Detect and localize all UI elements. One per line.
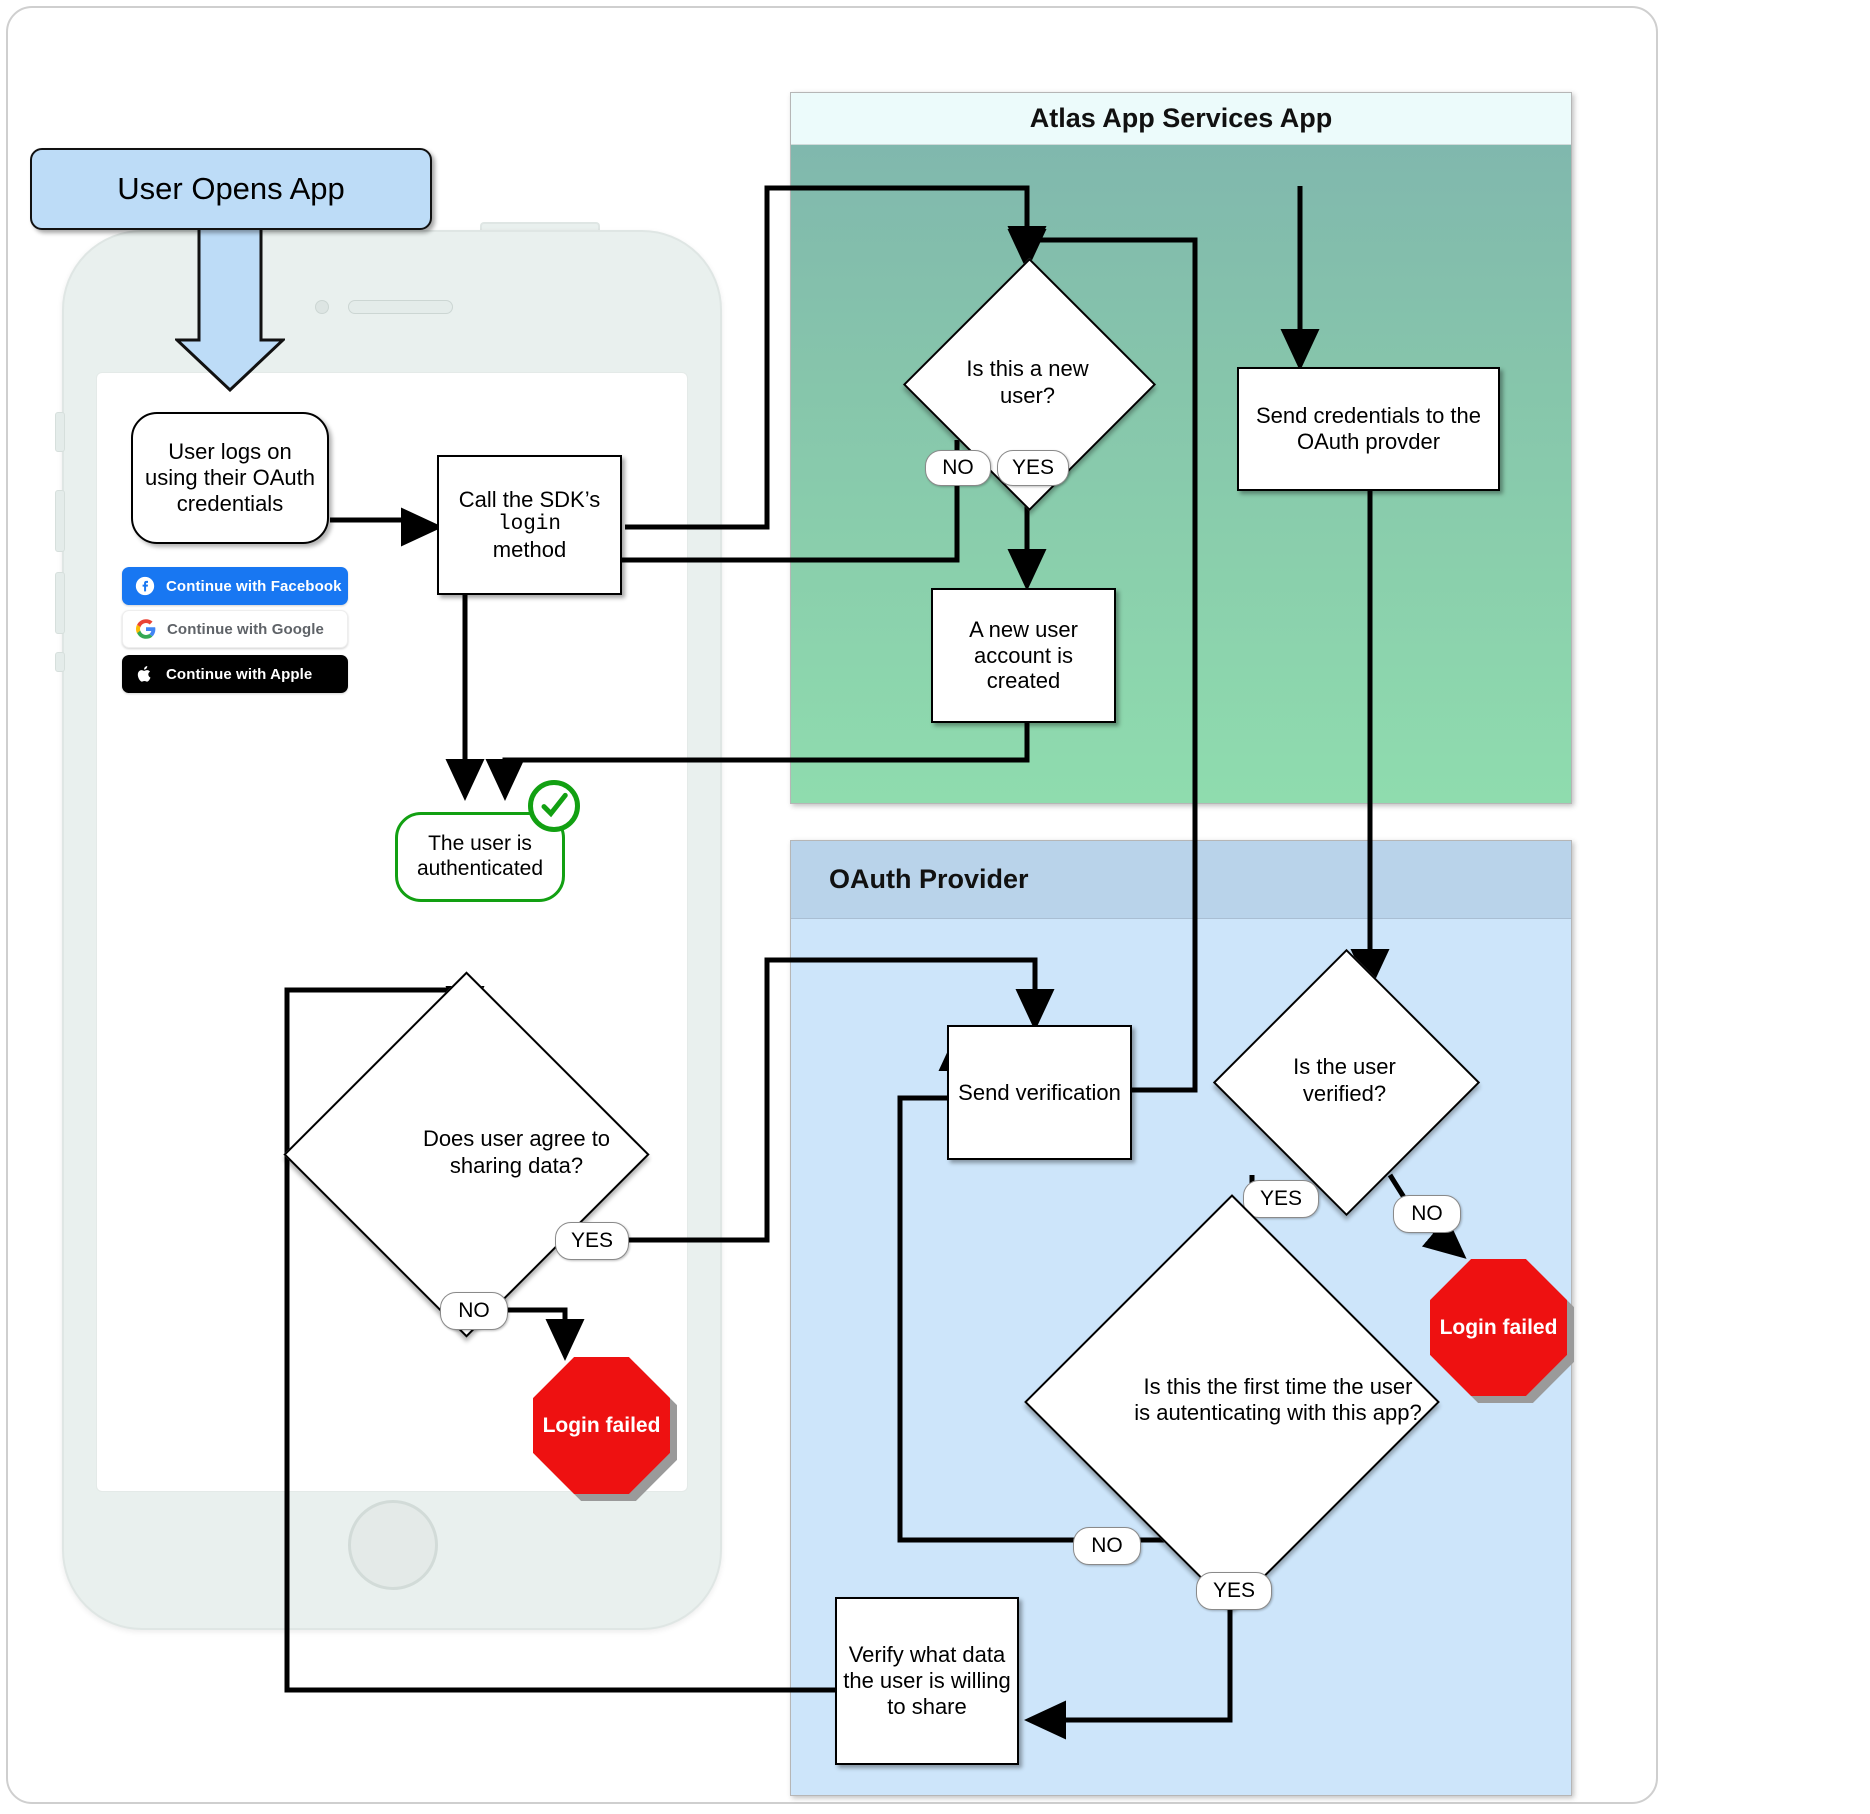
success-check-icon bbox=[528, 780, 580, 832]
node-send-verification: Send verification bbox=[947, 1025, 1132, 1160]
node-label: Is the user verified? bbox=[1293, 1054, 1396, 1106]
social-button-label: Continue with Google bbox=[167, 620, 324, 638]
edge-label-new-user-no: NO bbox=[925, 450, 991, 486]
google-icon bbox=[135, 618, 157, 640]
lane-title-oauth: OAuth Provider bbox=[791, 841, 1571, 919]
node-label: Verify what data the user is willing to … bbox=[843, 1642, 1011, 1719]
node-label: Send credentials to the OAuth provder bbox=[1255, 403, 1482, 454]
edge-label-sharing-no: NO bbox=[440, 1292, 508, 1330]
node-label: Is this a new user? bbox=[966, 356, 1089, 408]
edge-label-sharing-yes: YES bbox=[555, 1222, 629, 1260]
node-label: Send verification bbox=[958, 1079, 1121, 1105]
lane-title-atlas: Atlas App Services App bbox=[791, 93, 1571, 145]
node-label-login-method: login bbox=[497, 512, 561, 536]
phone-speaker-grill bbox=[348, 300, 453, 314]
social-button-label: Continue with Facebook bbox=[166, 577, 342, 595]
phone-volume-down-button bbox=[55, 572, 65, 634]
node-user-logs-on: User logs on using their OAuth credentia… bbox=[131, 412, 329, 544]
callout-arrow bbox=[175, 222, 285, 392]
node-is-new-user: Is this a new user? bbox=[902, 257, 1157, 512]
node-label: The user is authenticated bbox=[416, 832, 544, 880]
continue-with-apple-button[interactable]: Continue with Apple bbox=[122, 655, 348, 693]
node-is-user-verified: Is the user verified? bbox=[1212, 948, 1481, 1217]
phone-mute-switch bbox=[55, 412, 65, 452]
apple-icon bbox=[134, 663, 156, 685]
node-is-first-time-authenticating: Is this the first time the user is auten… bbox=[1024, 1194, 1440, 1610]
node-does-user-agree-sharing: Does user agree to sharing data? bbox=[283, 971, 650, 1338]
edge-label-verified-no: NO bbox=[1393, 1195, 1461, 1233]
phone-side-nub bbox=[55, 652, 65, 672]
node-label: A new user account is created bbox=[969, 616, 1078, 694]
node-label: Login failed bbox=[1439, 1315, 1558, 1339]
node-label-line1: Call the SDK’s bbox=[458, 486, 601, 512]
node-label: Is this the first time the user is auten… bbox=[1134, 1373, 1422, 1425]
phone-volume-up-button bbox=[55, 490, 65, 552]
node-send-credentials: Send credentials to the OAuth provder bbox=[1237, 367, 1500, 491]
node-user-authenticated: The user is authenticated bbox=[395, 812, 565, 902]
node-call-sdk-login: Call the SDK’s login method bbox=[437, 455, 622, 595]
edge-label-verified-yes: YES bbox=[1243, 1180, 1319, 1218]
edge-label-new-user-yes: YES bbox=[997, 450, 1069, 486]
node-label-line3: method bbox=[492, 537, 567, 563]
continue-with-google-button[interactable]: Continue with Google bbox=[122, 610, 348, 648]
node-login-failed-left: Login failed bbox=[533, 1357, 670, 1494]
edge-label-first-time-no: NO bbox=[1073, 1527, 1141, 1565]
phone-home-button bbox=[348, 1500, 438, 1590]
node-new-user-account-created: A new user account is created bbox=[931, 588, 1116, 723]
callout-user-opens-app: User Opens App bbox=[30, 148, 432, 230]
social-button-label: Continue with Apple bbox=[166, 665, 313, 683]
node-label: Login failed bbox=[542, 1413, 661, 1437]
phone-camera-icon bbox=[315, 300, 329, 314]
facebook-icon bbox=[134, 575, 156, 597]
node-login-failed-right: Login failed bbox=[1430, 1259, 1567, 1396]
continue-with-facebook-button[interactable]: Continue with Facebook bbox=[122, 567, 348, 605]
node-label: User logs on using their OAuth credentia… bbox=[145, 439, 315, 516]
node-verify-data-willing-to-share: Verify what data the user is willing to … bbox=[835, 1597, 1019, 1765]
edge-label-first-time-yes: YES bbox=[1196, 1572, 1272, 1610]
node-label: Does user agree to sharing data? bbox=[422, 1126, 611, 1178]
